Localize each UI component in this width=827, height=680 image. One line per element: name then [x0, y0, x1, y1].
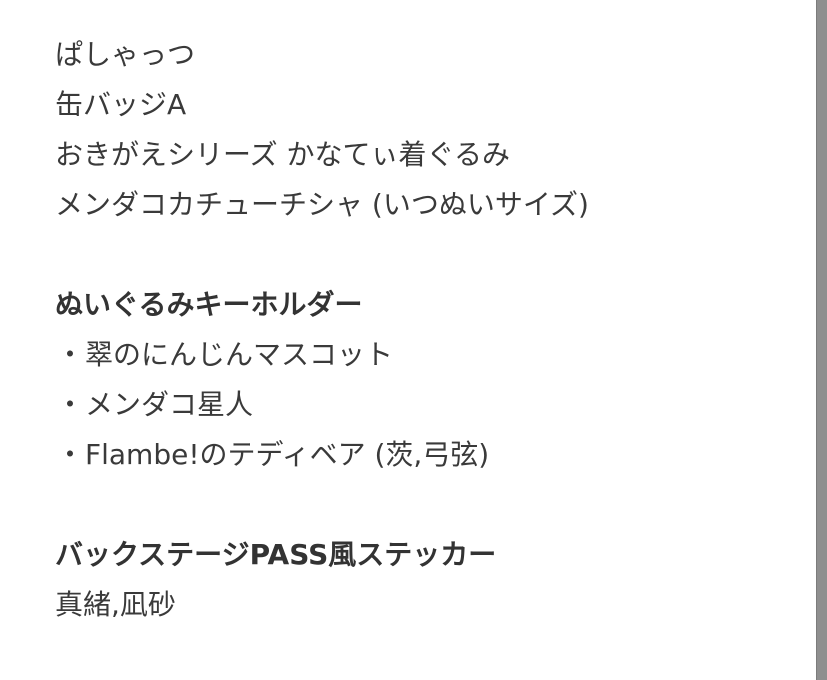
spacer	[55, 230, 795, 280]
bullet-icon: ・	[55, 388, 84, 421]
section-heading: ぬいぐるみキーホルダー	[55, 288, 363, 321]
section-heading: バックステージPASS風ステッカー	[55, 538, 497, 571]
list-item-label: メンダコ星人	[85, 388, 254, 421]
text-line: 缶バッジA	[55, 88, 187, 121]
scrollbar[interactable]	[816, 0, 827, 680]
item-list: ぱしゃっつ 缶バッジA おきがえシリーズ かなてぃ着ぐるみ メンダコカチューチシ…	[55, 30, 795, 630]
text-line: メンダコカチューチシャ (いつぬいサイズ)	[55, 188, 589, 221]
spacer	[55, 480, 795, 530]
list-item: ・翠のにんじんマスコット	[55, 330, 795, 380]
bullet-icon: ・	[55, 338, 84, 371]
bullet-icon: ・	[55, 438, 84, 471]
text-line: 真緒,凪砂	[55, 588, 176, 621]
list-item-label: Flambe!のテディベア (茨,弓弦)	[85, 438, 490, 471]
text-line: おきがえシリーズ かなてぃ着ぐるみ	[55, 138, 510, 171]
list-item: ・Flambe!のテディベア (茨,弓弦)	[55, 430, 795, 480]
list-item-label: 翠のにんじんマスコット	[85, 338, 394, 371]
text-line: ぱしゃっつ	[55, 38, 196, 71]
list-item: ・メンダコ星人	[55, 380, 795, 430]
